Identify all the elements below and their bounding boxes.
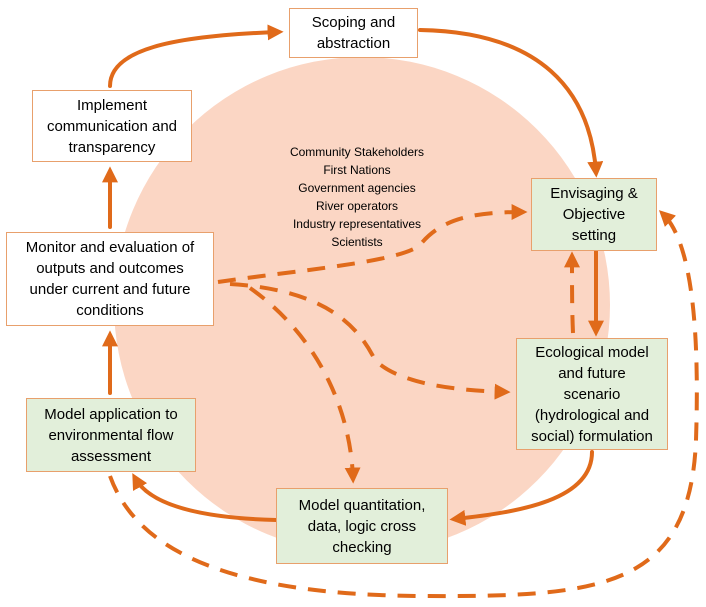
node-quantitation-label: Model quantitation, data, logic cross ch… <box>298 496 426 556</box>
stakeholder-line: Community Stakeholders <box>289 145 425 159</box>
edge-monitor-to-envisaging <box>217 204 528 284</box>
node-envisaging: Envisaging & Objective setting <box>531 178 657 251</box>
node-scoping: Scoping and abstraction <box>289 8 418 58</box>
node-implement: Implement communication and transparency <box>32 90 192 162</box>
stakeholder-line: Scientists <box>331 235 383 249</box>
edge-monitor-to-quantitation <box>248 286 361 484</box>
node-implement-label: Implement communication and transparency <box>46 96 178 156</box>
stakeholder-line: River operators <box>315 199 399 213</box>
stakeholder-line: First Nations <box>323 163 391 177</box>
stakeholder-list: Community Stakeholders First Nations Gov… <box>262 143 452 251</box>
stakeholder-line: Government agencies <box>298 181 416 195</box>
node-envisaging-label: Envisaging & Objective setting <box>550 185 638 244</box>
node-scoping-label: Scoping and abstraction <box>311 14 396 52</box>
node-monitor: Monitor and evaluation of outputs and ou… <box>6 232 214 326</box>
node-application: Model application to environmental flow … <box>26 398 196 472</box>
edge-quantitation-to-application <box>132 473 278 522</box>
node-application-label: Model application to environmental flow … <box>44 405 178 465</box>
edge-ecological-to-envisaging <box>564 251 581 334</box>
edge-monitor-to-ecological <box>229 282 511 400</box>
node-ecological-label: Ecological model and future scenario (hy… <box>531 343 653 445</box>
edge-implement-to-scoping <box>108 24 284 88</box>
stakeholder-circle <box>114 57 610 553</box>
stakeholder-line: Industry representatives <box>292 217 422 231</box>
node-ecological: Ecological model and future scenario (hy… <box>516 338 668 450</box>
edge-application-to-envisaging <box>108 210 699 599</box>
node-quantitation: Model quantitation, data, logic cross ch… <box>276 488 448 564</box>
node-monitor-label: Monitor and evaluation of outputs and ou… <box>25 239 195 319</box>
edge-scoping-to-envisaging <box>418 28 604 178</box>
edge-ecological-to-quantitation <box>449 450 594 526</box>
